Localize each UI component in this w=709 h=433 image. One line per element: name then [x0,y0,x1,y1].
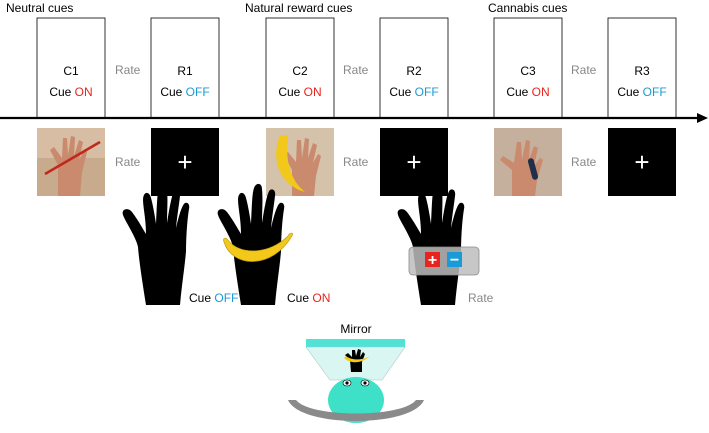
rating-device: + − [408,246,480,276]
banana-icon [276,135,305,192]
box-label: C1 [63,64,79,78]
pencil-icon [44,140,101,176]
reflected-banana-icon [344,356,370,363]
cue-off-label: Cue OFF [189,291,238,305]
rest-box-r1: R1 Cue OFF [150,17,220,119]
rate-label: Rate [343,155,369,169]
rest-box-r2: R2 Cue OFF [379,17,449,119]
cue-box-c1: C1 Cue ON [36,17,106,119]
box-cue-state: Cue ON [49,85,92,99]
box-label: R3 [634,64,650,78]
vaporizer-icon [527,158,539,180]
banana-icon [223,232,293,262]
fixation-cross: + [177,147,192,177]
rest-box-r3: R3 Cue OFF [607,17,677,119]
rate-label: Rate [468,291,494,305]
plus-button[interactable] [425,252,440,267]
scanner-bed-icon [288,400,424,421]
plus-symbol: + [428,252,437,269]
open-hand-icon [122,183,190,305]
participant-head-icon [328,377,384,423]
box-cue-state: Cue OFF [617,85,666,99]
box-cue-state: Cue OFF [389,85,438,99]
cue-box-c3: C3 Cue ON [493,17,563,119]
hand-shape [50,136,87,196]
fixation-cross: + [406,147,421,177]
minus-symbol: − [450,252,459,269]
rate-label: Rate [115,63,141,77]
hand-rating-device-icon [397,183,465,305]
timeline-arrow [0,113,708,123]
natural-reward-cue-photo [266,128,334,196]
cue-box-c2: C2 Cue ON [265,17,335,119]
header-neutral-cues: Neutral cues [6,1,73,15]
hand-shape [500,140,543,196]
header-natural-reward-cues: Natural reward cues [245,1,352,15]
cannabis-cue-photo [494,128,562,196]
box-label: R1 [177,64,193,78]
fixation-screen-3: + [608,128,676,196]
cue-on-label: Cue ON [287,291,330,305]
fixation-cross: + [634,147,649,177]
minus-button[interactable] [447,252,462,267]
mirror-setup [288,339,424,423]
box-cue-state: Cue OFF [160,85,209,99]
mirror-label: Mirror [340,322,371,336]
neutral-cue-photo [37,128,105,196]
box-label: R2 [406,64,422,78]
rate-label: Rate [571,155,597,169]
box-label: C2 [292,64,308,78]
box-cue-state: Cue ON [278,85,321,99]
rate-label: Rate [571,63,597,77]
rate-label: Rate [115,155,141,169]
rate-label: Rate [343,63,369,77]
box-label: C3 [520,64,536,78]
box-cue-state: Cue ON [506,85,549,99]
mirror-icon [306,339,405,347]
header-cannabis-cues: Cannabis cues [488,1,567,15]
